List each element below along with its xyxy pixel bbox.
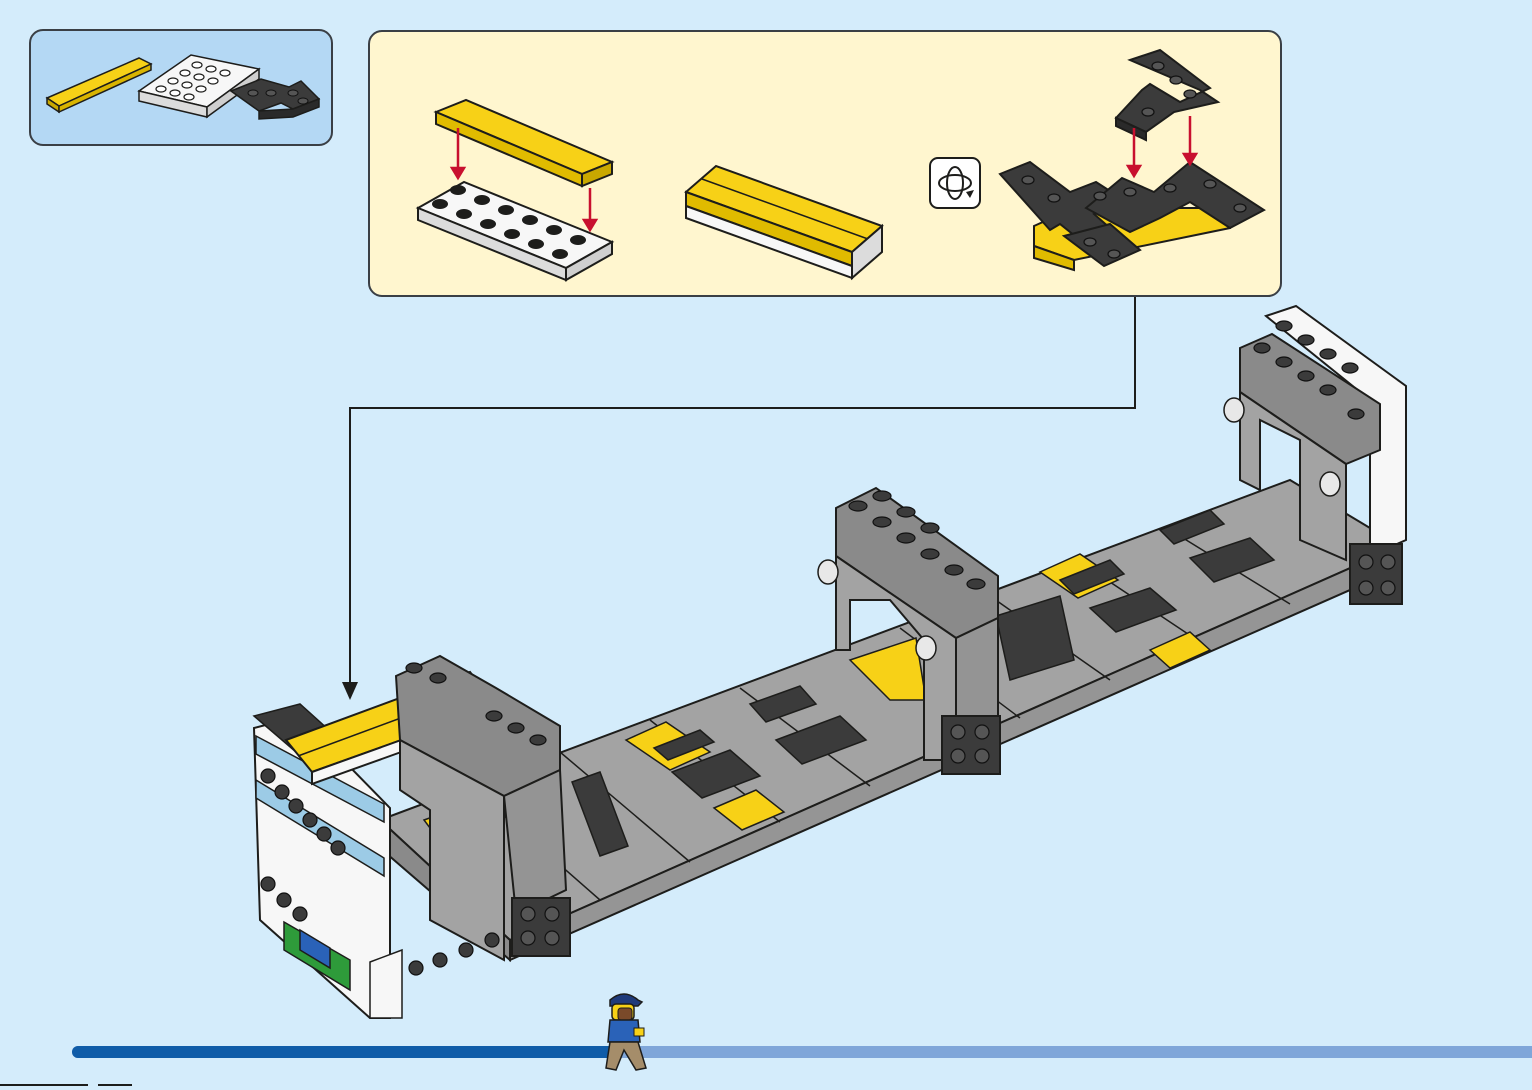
minifigure-progress-marker bbox=[596, 986, 656, 1076]
page-marks bbox=[0, 1084, 140, 1090]
progress-bar-fill bbox=[72, 1046, 612, 1058]
progress-bar bbox=[72, 1046, 1532, 1058]
front-edge-studs bbox=[409, 933, 499, 975]
